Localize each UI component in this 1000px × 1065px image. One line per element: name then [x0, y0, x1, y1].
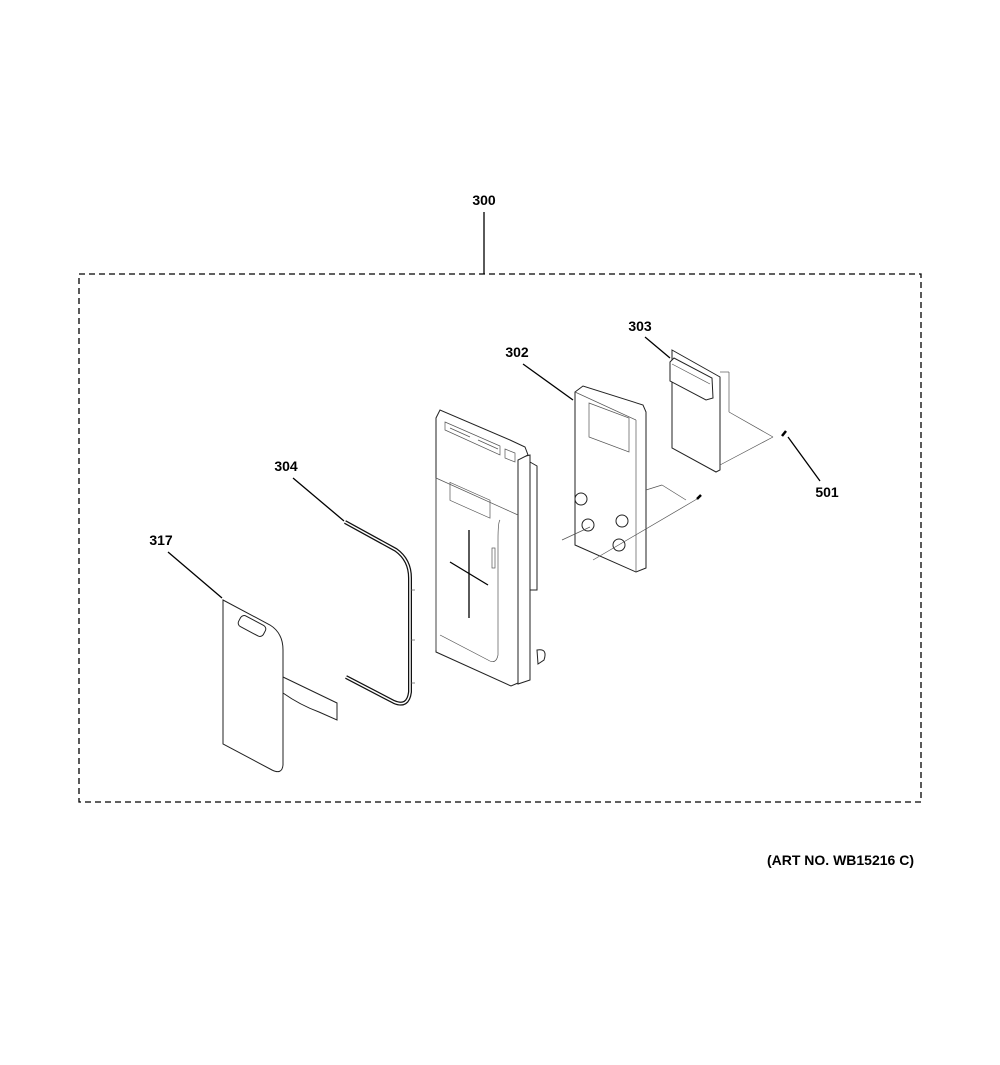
- touch-panel-317: [222, 599, 338, 773]
- callout-501[interactable]: 501: [815, 484, 839, 500]
- callout-300[interactable]: 300: [472, 192, 496, 208]
- leader-302: [522, 363, 574, 401]
- leader-501: [787, 436, 821, 482]
- screw-501-lower: [696, 494, 702, 500]
- gasket-304: [344, 520, 415, 706]
- bracket-302: [561, 385, 698, 573]
- leader-303: [644, 336, 671, 359]
- callout-303[interactable]: 303: [628, 318, 652, 334]
- assembly-boundary: [78, 273, 922, 803]
- control-panel-frame: [435, 409, 546, 687]
- callout-302[interactable]: 302: [505, 344, 529, 360]
- callout-304[interactable]: 304: [274, 458, 298, 474]
- leader-304: [292, 477, 345, 522]
- screw-501-upper: [781, 430, 787, 437]
- art-number: (ART NO. WB15216 C): [767, 852, 914, 868]
- leader-317: [167, 551, 223, 599]
- callout-317[interactable]: 317: [149, 532, 173, 548]
- circuit-board-303: [669, 349, 774, 473]
